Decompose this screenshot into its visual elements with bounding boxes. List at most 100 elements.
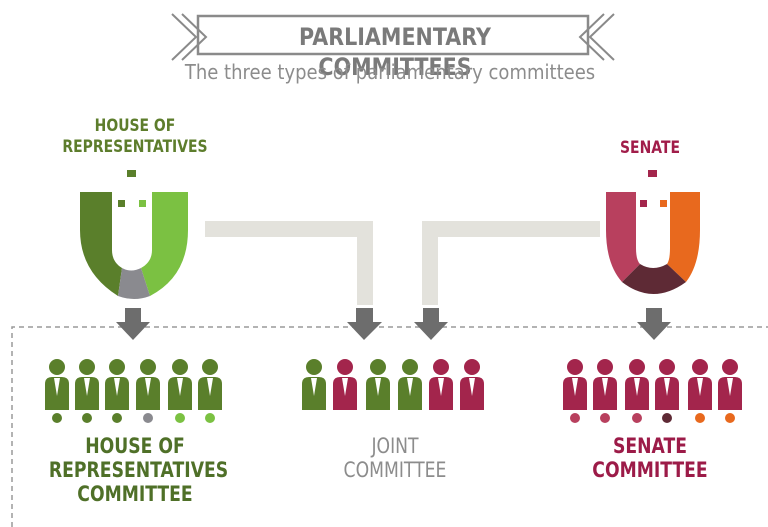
- senate-seat-dot-left: [640, 200, 647, 207]
- senate-chamber-label-text: SENATE: [620, 138, 680, 158]
- banner-right-chevron: [588, 13, 615, 61]
- house-government-side: [80, 192, 122, 296]
- member-head: [202, 359, 218, 375]
- member-party-dot: [82, 413, 92, 423]
- member-collar: [145, 378, 151, 396]
- page-title: PARLIAMENTARY COMMITTEES: [299, 23, 491, 81]
- member-head: [722, 359, 738, 375]
- senate-chamber-label: SENATE: [590, 140, 710, 157]
- member-head: [49, 359, 65, 375]
- house-opposition-side: [141, 192, 188, 296]
- member-collar: [727, 378, 733, 396]
- member-collar: [407, 378, 413, 396]
- senate-crossbench: [622, 264, 686, 294]
- member-head: [464, 359, 480, 375]
- member-head: [109, 359, 125, 375]
- senate-committee-label-line2: COMMITTEE: [592, 458, 708, 482]
- house-joint-connector: [205, 221, 373, 305]
- senate-down-arrow: [637, 308, 671, 340]
- joint-committee-member: [333, 359, 357, 410]
- member-head: [629, 359, 645, 375]
- joint-committee-member: [460, 359, 484, 410]
- joint-committee-member: [398, 359, 422, 410]
- member-head: [172, 359, 188, 375]
- senate-opposition-side: [667, 192, 700, 282]
- house-committee-member: [168, 359, 192, 423]
- house-committee-member: [45, 359, 69, 423]
- senate-seat-dot-right: [660, 200, 667, 207]
- member-party-dot: [205, 413, 215, 423]
- senate-committee-member: [625, 359, 649, 423]
- member-party-dot: [662, 413, 672, 423]
- house-committee-member: [75, 359, 99, 423]
- joint-committee-member: [429, 359, 453, 410]
- member-party-dot: [695, 413, 705, 423]
- house-committee-label-line2: REPRESENTATIVES: [48, 458, 229, 482]
- member-collar: [177, 378, 183, 396]
- senate-committee-member: [593, 359, 617, 423]
- senate-committee-member: [655, 359, 679, 423]
- member-head: [433, 359, 449, 375]
- banner-box: [196, 14, 590, 56]
- senate-committee-label-line1: SENATE: [612, 434, 688, 458]
- member-head: [597, 359, 613, 375]
- senate-chamber-icon: [606, 170, 700, 294]
- house-committee-member: [198, 359, 222, 423]
- house-committee-member: [136, 359, 160, 423]
- member-collar: [84, 378, 90, 396]
- member-party-dot: [632, 413, 642, 423]
- member-party-dot: [175, 413, 185, 423]
- house-committee-member: [105, 359, 129, 423]
- joint-committee-label-line1: JOINT: [371, 434, 419, 458]
- member-collar: [634, 378, 640, 396]
- banner-right-chevron-inner: [578, 13, 605, 61]
- house-chamber-icon: [80, 170, 188, 299]
- senate-committee-member: [563, 359, 587, 423]
- member-head: [306, 359, 322, 375]
- banner-left-chevron: [171, 13, 198, 61]
- senate-committee-member: [688, 359, 712, 423]
- house-to-joint-arrow: [347, 308, 382, 340]
- house-seat-dot-right: [139, 200, 146, 207]
- member-head: [402, 359, 418, 375]
- joint-committee-members: [302, 359, 484, 410]
- member-collar: [664, 378, 670, 396]
- member-collar: [438, 378, 444, 396]
- member-collar: [311, 378, 317, 396]
- banner-left-chevron-inner: [181, 13, 208, 61]
- member-collar: [572, 378, 578, 396]
- page-subtitle: The three types of parliamentary committ…: [184, 60, 596, 84]
- member-collar: [697, 378, 703, 396]
- senate-joint-connector: [422, 221, 600, 305]
- house-committee-label: HOUSE OF REPRESENTATIVES COMMITTEE: [30, 436, 240, 505]
- senate-committee-label: SENATE COMMITTEE: [555, 436, 745, 481]
- member-collar: [54, 378, 60, 396]
- member-head: [692, 359, 708, 375]
- member-collar: [375, 378, 381, 396]
- house-speaker-dot: [127, 170, 136, 177]
- member-collar: [207, 378, 213, 396]
- joint-committee-member: [302, 359, 326, 410]
- member-head: [567, 359, 583, 375]
- house-down-arrow: [116, 308, 150, 340]
- member-party-dot: [570, 413, 580, 423]
- house-chamber-label: HOUSE OF REPRESENTATIVES: [30, 118, 240, 156]
- joint-committee-member: [366, 359, 390, 410]
- joint-committee-label: JOINT COMMITTEE: [300, 436, 490, 481]
- senate-committee-members: [563, 359, 742, 423]
- member-head: [337, 359, 353, 375]
- senate-committee-member: [718, 359, 742, 423]
- joint-committee-label-line2: COMMITTEE: [343, 458, 447, 482]
- house-committee-members: [45, 359, 222, 423]
- house-chamber-label-line2: REPRESENTATIVES: [62, 137, 208, 157]
- house-committee-label-line3: COMMITTEE: [77, 482, 193, 506]
- member-head: [659, 359, 675, 375]
- house-committee-label-line1: HOUSE OF: [85, 434, 185, 458]
- member-head: [79, 359, 95, 375]
- member-collar: [342, 378, 348, 396]
- member-party-dot: [112, 413, 122, 423]
- member-party-dot: [143, 413, 153, 423]
- senate-government-side: [606, 192, 640, 282]
